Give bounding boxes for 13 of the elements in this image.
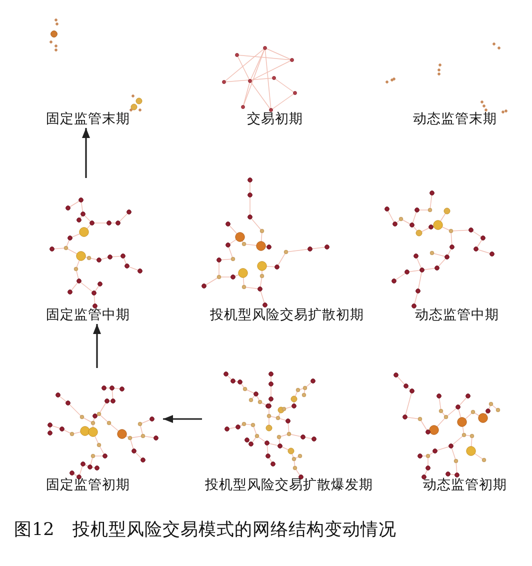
- arrow: [93, 324, 101, 368]
- panel-label: 动态监管中期: [415, 308, 499, 323]
- panel-label: 固定监管末期: [46, 112, 130, 127]
- figure-caption: 图12 投机型风险交易模式的网络结构变动情况: [14, 519, 396, 541]
- panel-label: 交易初期: [247, 112, 303, 127]
- panel-label: 固定监管中期: [46, 308, 130, 323]
- panel-label: 投机型风险交易扩散爆发期: [205, 478, 373, 493]
- arrow: [82, 128, 90, 178]
- panel-label: 投机型风险交易扩散初期: [210, 308, 364, 323]
- panel-label: 动态监管末期: [413, 112, 497, 127]
- panel-label: 固定监管初期: [46, 478, 130, 493]
- panel-label: 动态监管初期: [423, 478, 507, 493]
- arrow: [163, 415, 202, 423]
